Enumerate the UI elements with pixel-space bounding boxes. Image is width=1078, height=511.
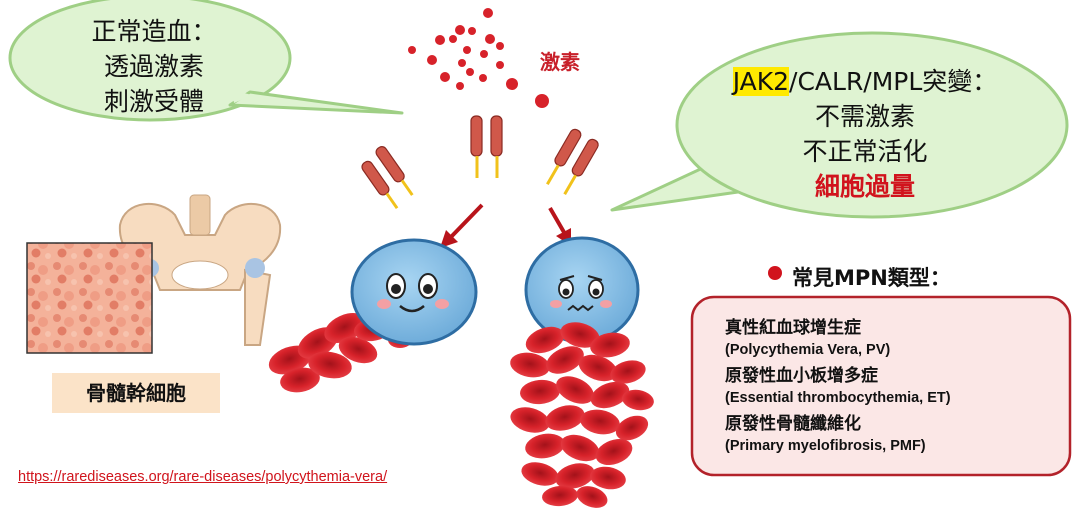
- mpn-types-box: [690, 295, 1072, 477]
- left-bubble-text: 正常造血： 透過激素 刺激受體: [54, 14, 254, 119]
- source-link[interactable]: https://rarediseases.org/rare-diseases/p…: [18, 469, 388, 485]
- rbc-cluster-left: [268, 312, 412, 393]
- pelvis-illustration: [118, 194, 282, 346]
- arrows: [440, 203, 571, 248]
- receptors: [361, 115, 599, 210]
- mpn-item-zh: 原發性骨髓纖維化: [725, 414, 861, 434]
- stimulate-receptor-text: 刺激受體: [103, 87, 204, 116]
- mpn-heading: 常見MPN類型：: [770, 262, 951, 292]
- list-item: 原發性骨髓纖維化 (Primary myelofibrosis, PMF): [725, 412, 1065, 456]
- bone-marrow-texture: [26, 242, 153, 354]
- mutation-genes: /CALR/MPL突變：: [789, 67, 998, 96]
- excess-cells-text: 細胞過量: [814, 172, 915, 201]
- mpn-item-en: (Polycythemia Vera, PV): [725, 342, 891, 358]
- mpn-item-zh: 原發性血小板增多症: [725, 366, 878, 386]
- mpn-item-zh: 真性紅血球增生症: [725, 318, 861, 338]
- jak2-highlight: JAK2: [732, 67, 790, 96]
- right-bubble-text: JAK2/CALR/MPL突變： 不需激素 不正常活化 細胞過量: [700, 64, 1030, 204]
- stem-cell-label: 骨髓幹細胞: [52, 373, 220, 413]
- no-hormone-text: 不需激素: [814, 102, 915, 131]
- bullet-icon: [768, 266, 782, 280]
- normal-hematopoiesis-title: 正常造血：: [91, 17, 217, 46]
- rbc-cluster-right: [510, 322, 654, 508]
- mutation-title: JAK2/CALR/MPL突變：: [700, 64, 1030, 99]
- list-item: 原發性血小板增多症 (Essential thrombocythemia, ET…: [725, 364, 1065, 408]
- list-item: 真性紅血球增生症 (Polycythemia Vera, PV): [725, 316, 1065, 360]
- left-speech-bubble: [8, 0, 404, 122]
- hormone-label: 激素: [540, 50, 580, 74]
- abnormal-activation-text: 不正常活化: [802, 137, 928, 166]
- mpn-heading-text: 常見MPN類型：: [792, 266, 951, 290]
- mutant-cell: [524, 236, 640, 344]
- mpn-item-en: (Essential thrombocythemia, ET): [725, 390, 951, 406]
- hormone-dots: [408, 8, 549, 108]
- mpn-item-en: (Primary myelofibrosis, PMF): [725, 438, 926, 454]
- normal-cell: [350, 238, 478, 346]
- mpn-list: 真性紅血球增生症 (Polycythemia Vera, PV) 原發性血小板增…: [725, 316, 1065, 460]
- via-hormone-text: 透過激素: [103, 52, 204, 81]
